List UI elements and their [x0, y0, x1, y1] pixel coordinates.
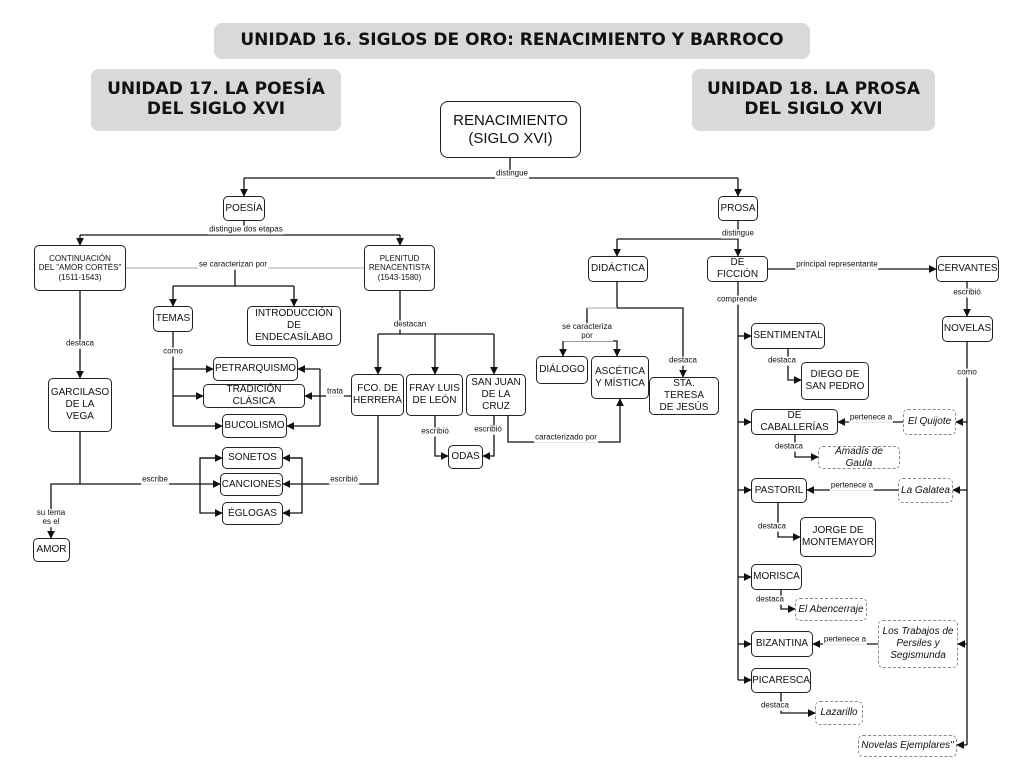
- label-distingue: distingue: [494, 168, 530, 179]
- banner-unidad-18: UNIDAD 18. LA PROSA DEL SIGLO XVI: [692, 69, 935, 131]
- label-caracterizado: caracterizado por: [534, 432, 598, 443]
- node-dialogo: DIÁLOGO: [536, 356, 588, 384]
- label-como-temas: como: [162, 346, 184, 357]
- node-temas: TEMAS: [153, 306, 193, 332]
- node-continuacion: CONTINUACIÓN DEL "AMOR CORTÉS" (1511-154…: [34, 245, 126, 291]
- label-destaca-abencerraje: destaca: [754, 594, 786, 605]
- node-picaresca: PICARESCA: [751, 668, 811, 693]
- node-petrarquismo: PETRARQUISMO: [213, 357, 298, 381]
- node-amadis: Amadís de Gaula: [818, 446, 900, 469]
- node-abencerraje: El Abencerraje: [795, 598, 867, 621]
- node-san-juan: SAN JUAN DE LA CRUZ: [466, 374, 526, 416]
- node-canciones: CANCIONES: [220, 473, 283, 496]
- label-distingue-etapas: distingue dos etapas: [208, 224, 284, 235]
- node-herrera: FCO. DE HERRERA: [351, 374, 404, 416]
- node-ascetica: ASCÉTICA Y MÍSTICA: [591, 356, 649, 399]
- node-sonetos: SONETOS: [222, 447, 283, 469]
- node-bizantina: BIZANTINA: [751, 631, 813, 657]
- label-caracteriza: se caracteriza por: [561, 322, 613, 341]
- label-destaca-teresa: destaca: [667, 355, 699, 366]
- label-destaca-garcilaso: destaca: [64, 338, 96, 349]
- node-bucolismo: BUCOLISMO: [222, 414, 287, 438]
- node-novelas-ejemplares: Novelas Ejemplares": [858, 735, 957, 757]
- label-pertenece-persiles: pertenece a: [822, 634, 868, 645]
- node-garcilaso: GARCILASO DE LA VEGA: [48, 378, 112, 432]
- label-su-tema: su tema es el: [35, 508, 67, 527]
- label-caracterizan: se caracterizan por: [197, 259, 269, 270]
- node-jorge-montemayor: JORGE DE MONTEMAYOR: [800, 517, 876, 557]
- node-pastoril: PASTORIL: [751, 478, 807, 503]
- label-escribe: escribe: [141, 474, 169, 485]
- node-tradicion-clasica: TRADICIÓN CLÁSICA: [203, 384, 305, 408]
- node-caballerias: DE CABALLERÍAS: [751, 409, 838, 435]
- label-comprende: comprende: [715, 294, 759, 305]
- node-de-ficcion: DE FICCIÓN: [707, 256, 768, 282]
- node-poesia: POESÍA: [223, 196, 265, 221]
- banner-unidad-16: UNIDAD 16. SIGLOS DE ORO: RENACIMIENTO Y…: [214, 23, 810, 59]
- node-prosa: PROSA: [718, 196, 758, 221]
- node-el-quijote: El Quijote: [903, 409, 956, 435]
- label-destaca-amadis: destaca: [773, 441, 805, 452]
- label-escribio-sanjuan: escribió: [473, 424, 503, 435]
- node-amor: AMOR: [33, 538, 70, 562]
- label-destaca-jorge: destaca: [756, 521, 788, 532]
- label-escribio-fray: escribió: [420, 426, 450, 437]
- label-escribio-herrera: escribió: [329, 474, 359, 485]
- label-pertenece-quijote: pertenece a: [848, 412, 894, 423]
- node-diego-san-pedro: DIEGO DE SAN PEDRO: [801, 362, 869, 400]
- node-sta-teresa: STA. TERESA DE JESÚS: [649, 377, 719, 415]
- label-destaca-lazarillo: destaca: [759, 700, 791, 711]
- node-cervantes: CERVANTES: [936, 256, 999, 282]
- node-fray-luis: FRAY LUIS DE LEÓN: [406, 374, 463, 416]
- node-plenitud: PLENITUD RENACENTISTA (1543-1580): [364, 245, 435, 291]
- label-principal: principal representante: [795, 259, 879, 270]
- node-novelas: NOVELAS: [942, 316, 993, 342]
- node-endecasilabo: INTRODUCCIÓN DE ENDECASÍLABO: [247, 306, 341, 346]
- label-pertenece-galatea: pertenece a: [829, 480, 875, 491]
- label-escribio-cervantes: escribió: [952, 287, 982, 298]
- node-didactica: DIDÁCTICA: [588, 256, 648, 282]
- label-destacan: destacan: [392, 319, 428, 330]
- node-sentimental: SENTIMENTAL: [751, 323, 825, 349]
- label-como-novelas: como: [956, 367, 978, 378]
- node-lazarillo: Lazarillo: [815, 701, 863, 725]
- banner-unidad-17: UNIDAD 17. LA POESÍA DEL SIGLO XVI: [91, 69, 341, 131]
- label-trata: trata: [325, 386, 345, 397]
- node-eglogas: ÉGLOGAS: [222, 502, 283, 525]
- label-destaca-diego: destaca: [766, 355, 798, 366]
- node-renacimiento: RENACIMIENTO (SIGLO XVI): [440, 101, 581, 158]
- node-persiles: Los Trabajos de Persiles y Segismunda: [878, 620, 958, 668]
- node-la-galatea: La Galatea: [898, 478, 953, 503]
- node-odas: ODAS: [448, 445, 483, 469]
- node-morisca: MORISCA: [751, 564, 802, 590]
- label-distingue-prosa: distingue: [720, 228, 756, 239]
